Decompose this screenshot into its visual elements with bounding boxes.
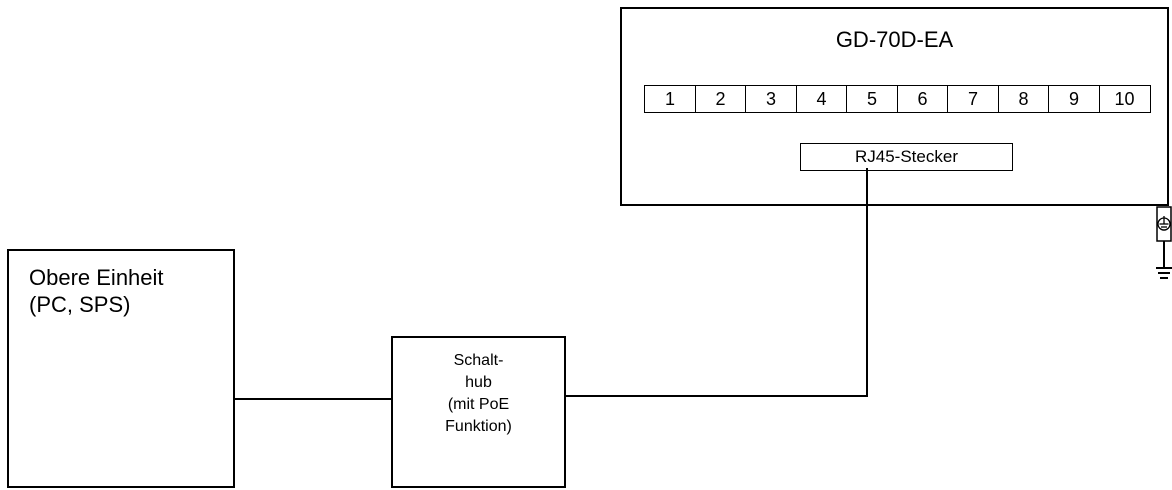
upper-unit-label: Obere Einheit (PC, SPS) [29, 265, 164, 317]
rj45-connector: RJ45-Stecker [800, 143, 1013, 171]
wire-riser-to-rj45 [866, 168, 868, 397]
terminal-7: 7 [947, 85, 999, 113]
terminal-8: 8 [997, 85, 1050, 113]
upper-unit-box: Obere Einheit (PC, SPS) [7, 249, 235, 488]
terminal-10: 10 [1098, 85, 1151, 113]
device-title: GD-70D-EA [835, 27, 954, 52]
wire-hub-to-riser [566, 395, 868, 397]
terminal-9: 9 [1048, 85, 1100, 113]
terminal-block: 1 2 3 4 5 6 7 8 9 10 [644, 85, 1151, 113]
protective-earth-icon [1156, 206, 1172, 279]
switching-hub-box: Schalt- hub (mit PoE Funktion) [391, 336, 566, 488]
terminal-2: 2 [694, 85, 747, 113]
terminal-1: 1 [644, 85, 696, 113]
terminal-4: 4 [795, 85, 848, 113]
terminal-6: 6 [896, 85, 949, 113]
terminal-5: 5 [846, 85, 898, 113]
wire-upper-to-hub [235, 398, 391, 400]
terminal-3: 3 [745, 85, 797, 113]
switching-hub-label: Schalt- hub (mit PoE Funktion) [445, 352, 512, 435]
gas-detector-unit: GD-70D-EA 1 2 3 4 5 6 7 8 9 10 RJ45-Stec… [620, 7, 1169, 206]
